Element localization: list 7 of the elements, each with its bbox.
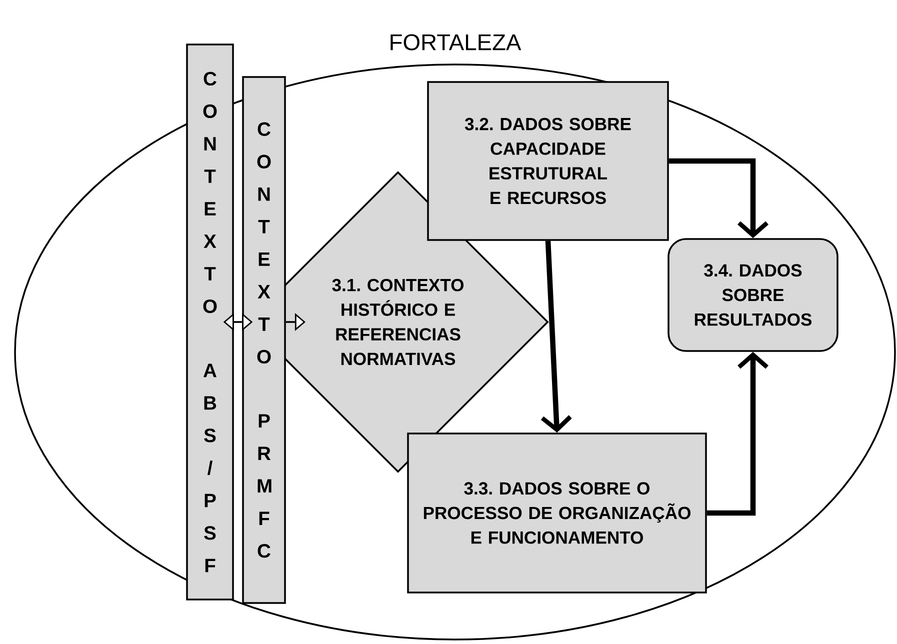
result-box: 3.4. DADOS SOBRE RESULTADOS <box>668 238 838 352</box>
arrow <box>706 352 768 516</box>
arrow <box>540 240 572 433</box>
node-label: FORTALEZA <box>390 34 522 50</box>
arrow <box>668 158 768 238</box>
process-box: 3.2. DADOS SOBRE CAPACIDADE ESTRUTURAL E RECURSOS <box>427 81 669 241</box>
process-box: 3.3. DADOS SOBRE O PROCESSO DE ORGANIZAÇÃO E FUNCIONAMENTO <box>407 432 707 594</box>
